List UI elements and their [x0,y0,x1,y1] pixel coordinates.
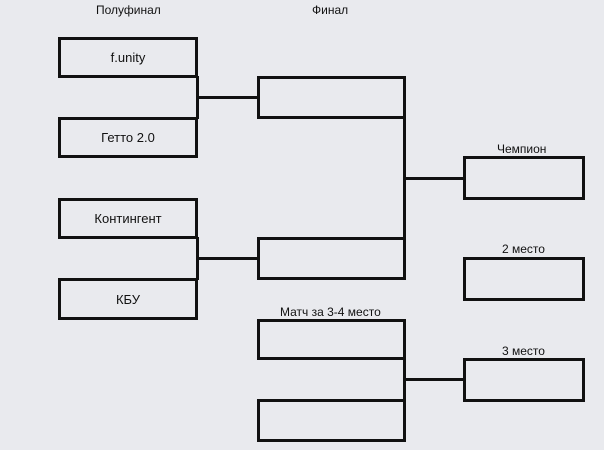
semi2-connector-horizontal [196,257,259,260]
second-place-box [463,257,585,301]
third-place-label: 3 место [502,344,545,358]
semifinal-team-3: Контингент [58,198,198,239]
third-place-box [463,358,585,402]
final-connector-horizontal [403,177,465,180]
semifinal-team-2: Гетто 2.0 [58,117,198,158]
second-place-label: 2 место [502,242,545,256]
semifinal-header: Полуфинал [96,3,161,17]
final-slot-1 [257,76,406,119]
champion-label: Чемпион [497,142,547,156]
third-place-match-title: Матч за 3-4 место [280,305,381,319]
third-place-slot-1 [257,319,406,360]
final-header: Финал [312,3,349,17]
third-connector-horizontal [403,378,465,381]
champion-box [463,156,585,200]
third-place-slot-2 [257,399,406,442]
semifinal-team-1: f.unity [58,37,198,78]
semi1-connector-horizontal [196,96,259,99]
final-slot-2 [257,237,406,280]
semifinal-team-4: КБУ [58,278,198,320]
